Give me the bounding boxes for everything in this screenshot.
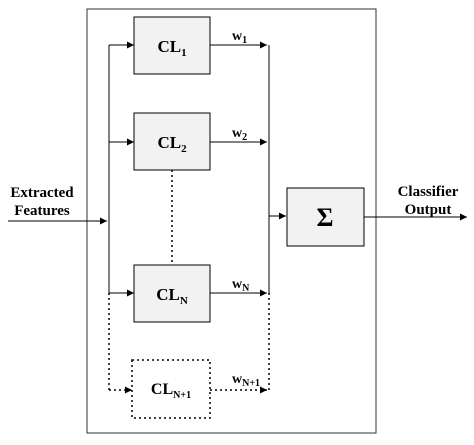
- weight-label-n1: wN+1: [232, 372, 260, 389]
- output-label-line2: Output: [405, 202, 452, 218]
- classifier-label-n1: CLN+1: [151, 381, 191, 401]
- input-label-line2: Features: [14, 203, 70, 219]
- classifier-box-n1: [131, 359, 211, 419]
- input-label-line1: Extracted: [10, 185, 74, 201]
- classifier-label-n: CLN: [156, 285, 188, 307]
- sigma-symbol: Σ: [317, 203, 334, 232]
- classifier-box-2: [133, 112, 211, 171]
- output-label-line1: Classifier: [398, 184, 459, 200]
- classifier-box-n: [133, 264, 211, 323]
- weight-label-2: w2: [232, 126, 247, 143]
- weight-label-n: wN: [232, 277, 250, 294]
- classifier-box-1: [133, 16, 211, 75]
- classifier-label-2: CL2: [157, 133, 187, 155]
- weight-label-1: w1: [232, 29, 247, 46]
- classifier-label-1: CL1: [157, 37, 186, 59]
